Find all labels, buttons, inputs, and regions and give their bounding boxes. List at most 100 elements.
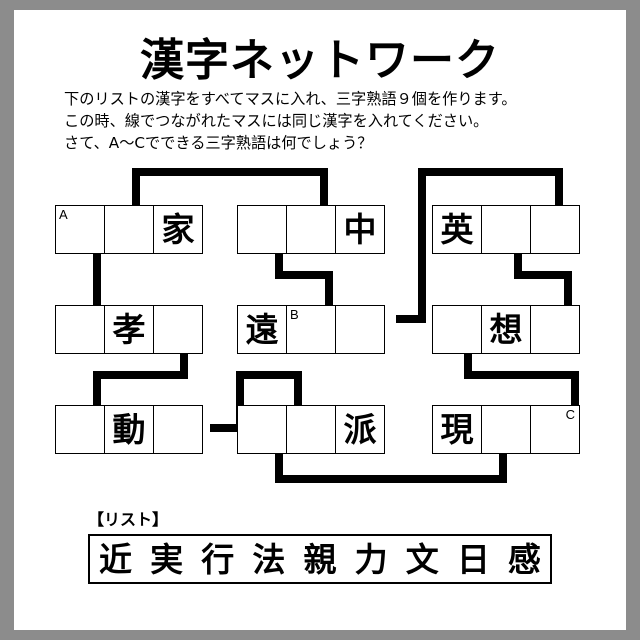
cell-kanji: 動 [112,410,146,449]
cell-kanji [433,306,481,353]
connector-bottom-arc-horizontal [275,475,507,483]
puzzle-cell[interactable] [237,405,287,454]
cell-kanji [287,306,335,353]
puzzle-cell[interactable]: B [286,305,336,354]
cell-kanji: 孝 [112,310,146,349]
list-item[interactable]: 親 [303,539,337,579]
puzzle-cell[interactable] [432,305,482,354]
kanji-list-box: 近 実 行 法 親 力 文 日 感 [88,534,552,584]
puzzle-cell[interactable]: 孝 [104,305,154,354]
cell-marker-c: C [565,407,575,422]
cell-kanji: 英 [440,210,474,249]
cell-kanji [56,206,104,253]
puzzle-cell[interactable] [481,405,531,454]
puzzle-cell[interactable] [286,205,336,254]
connector-g3-r1c2-down-stub [514,253,522,279]
cell-kanji [154,306,202,353]
puzzle-cell[interactable]: 英 [432,205,482,254]
connector-g3-step-down-to-r2c3 [564,271,572,306]
cell-kanji [482,406,530,453]
connector-g1-r1c1-to-r2c1 [93,253,101,306]
cell-kanji [238,406,286,453]
list-item[interactable]: 法 [252,539,286,579]
cell-kanji: 派 [343,410,377,449]
connector-g1r3-to-g2r3-horizontal-b [236,371,302,379]
instruction-line-2: この時、線でつながれたマスには同じ漢字を入れてください。 [64,112,489,130]
connector-g1-step-horizontal [93,371,188,379]
connector-g1r3-to-g2r3-vertical [236,371,244,432]
puzzle-cell[interactable] [286,405,336,454]
cell-kanji [105,206,153,253]
puzzle-cell[interactable]: A [55,205,105,254]
connector-bottom-arc-left-stub [275,453,283,483]
connector-g2r3c1-up-stub [294,371,302,406]
puzzle-cell[interactable] [530,305,580,354]
puzzle-cell[interactable] [237,205,287,254]
puzzle-cell[interactable]: 派 [335,405,385,454]
puzzle-cell[interactable] [153,305,203,354]
puzzle-paper: 漢字ネットワーク 下のリストの漢字をすべてマスに入れ、三字熟語９個を作ります。 … [14,10,626,630]
cell-kanji [56,306,104,353]
connector-g3-r2c1-down-stub [464,353,472,379]
cell-marker-a: A [59,207,68,222]
list-item[interactable]: 実 [150,539,184,579]
list-item[interactable]: 行 [201,539,235,579]
connector-g3-step-horizontal [514,271,572,279]
list-item[interactable]: 日 [456,539,490,579]
connector-g2-step-horizontal [275,271,333,279]
connector-g3-bottom-step-down [571,371,579,406]
list-item[interactable]: 力 [354,539,388,579]
puzzle-cell[interactable] [55,405,105,454]
connector-long-vertical-spine [418,168,426,323]
list-item[interactable]: 近 [99,539,133,579]
connector-top-arc-horizontal [132,168,328,176]
cell-kanji [531,306,579,353]
connector-top-arc-left-stub [132,168,140,205]
connector-g1-step-down-to-r3c1 [93,371,101,406]
instruction-line-1: 下のリストの漢字をすべてマスに入れ、三字熟語９個を作ります。 [64,90,517,108]
connector-top-right-arc-horizontal [418,168,563,176]
page-title: 漢字ネットワーク [140,35,500,86]
connector-g2-step-down-to-r2c2 [325,271,333,306]
puzzle-board: A 家 中 英 孝 [14,10,626,630]
cell-kanji [287,406,335,453]
connector-top-arc-right-stub [320,168,328,205]
cell-kanji [531,206,579,253]
puzzle-cell[interactable] [335,305,385,354]
puzzle-cell[interactable]: 家 [153,205,203,254]
connector-g3-bottom-step-horizontal [464,371,579,379]
cell-kanji: 遠 [245,310,279,349]
cell-kanji: 中 [343,210,377,249]
cell-kanji [531,406,579,453]
puzzle-cell[interactable] [55,305,105,354]
cell-kanji [154,406,202,453]
puzzle-cell[interactable] [481,205,531,254]
puzzle-cell[interactable]: 想 [481,305,531,354]
cell-kanji: 現 [440,410,474,449]
puzzle-cell[interactable] [153,405,203,454]
cell-kanji [482,206,530,253]
puzzle-cell[interactable]: 現 [432,405,482,454]
instructions-block: 下のリストの漢字をすべてマスに入れ、三字熟語９個を作ります。 この時、線でつなが… [64,88,604,154]
puzzle-cell[interactable]: 動 [104,405,154,454]
cell-kanji [56,406,104,453]
connector-spine-to-group2-row2 [396,315,426,323]
cell-kanji [287,206,335,253]
puzzle-cell[interactable] [530,205,580,254]
connector-g2-r1c1-down-stub [275,253,283,279]
connector-g1-r2c3-down-stub [180,353,188,379]
cell-kanji [336,306,384,353]
instruction-line-3: さて、A〜Cでできる三字熟語は何でしょう？ [64,134,373,152]
puzzle-cell[interactable]: 中 [335,205,385,254]
puzzle-cell[interactable]: C [530,405,580,454]
connector-top-right-arc-right-stub [555,168,563,205]
connector-g1r3-to-g2r3-horizontal-a [210,424,244,432]
puzzle-cell[interactable]: 遠 [237,305,287,354]
list-item[interactable]: 文 [405,539,439,579]
cell-kanji: 想 [489,310,523,349]
list-item[interactable]: 感 [507,539,541,579]
puzzle-cell[interactable] [104,205,154,254]
cell-kanji [238,206,286,253]
list-label: 【リスト】 [88,510,169,529]
connector-bottom-arc-right-stub [499,453,507,483]
